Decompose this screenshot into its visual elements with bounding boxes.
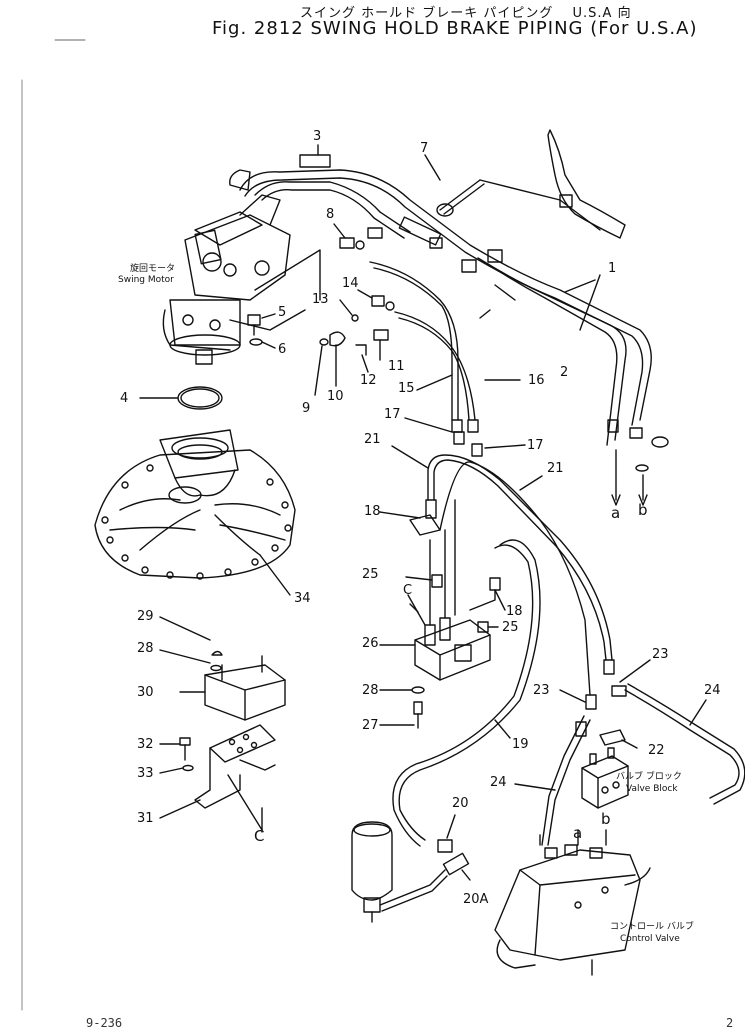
bracket-drawing	[179, 650, 286, 831]
control-valve-drawing	[494, 829, 651, 976]
page-number-right: 2	[726, 1016, 734, 1030]
valve-assembly-26	[379, 499, 506, 729]
callout-18-left: 18	[364, 504, 381, 519]
callout-28-right: 28	[362, 683, 379, 698]
callout-29: 29	[137, 609, 154, 624]
figure-title: Fig. 2812 SWING HOLD BRAKE PIPING (For U…	[212, 18, 698, 39]
callout-33: 33	[137, 766, 154, 781]
connection-b-bottom: b	[601, 810, 611, 828]
callout-10: 10	[327, 389, 344, 404]
callout-9: 9	[302, 401, 311, 416]
callout-28-left: 28	[137, 641, 154, 656]
callout-25-right: 25	[502, 620, 519, 635]
callout-21-right: 21	[547, 461, 564, 476]
callout-14: 14	[342, 276, 359, 291]
connection-a-top: a	[611, 504, 621, 522]
callout-13: 13	[312, 292, 329, 307]
callout-4: 4	[120, 391, 129, 406]
swing-motor-jp-label: 旋回モータ	[130, 264, 176, 274]
callout-21-left: 21	[364, 432, 381, 447]
control-valve-jp-label: コントロール バルブ	[610, 922, 694, 932]
callout-31: 31	[137, 811, 154, 826]
callout-24-left: 24	[490, 775, 507, 790]
connection-c-lower: C	[254, 827, 265, 845]
callout-17-upper: 17	[384, 407, 401, 422]
callout-15: 15	[398, 381, 415, 396]
accumulator-20	[351, 814, 471, 923]
callout-11: 11	[388, 359, 405, 374]
callout-8: 8	[326, 207, 335, 222]
callout-17-right: 17	[527, 438, 544, 453]
callout-16: 16	[528, 373, 545, 388]
hoses-21	[391, 445, 615, 710]
callout-22: 22	[648, 743, 665, 758]
control-valve-label: Control Valve	[620, 934, 680, 944]
japanese-title: スイング ホールド ブレーキ パイピング U.S.A 向	[300, 6, 632, 21]
valve-block-label: Valve Block	[626, 784, 678, 794]
callout-27: 27	[362, 718, 379, 733]
connection-c-upper: C	[403, 583, 413, 598]
callout-23-left: 23	[533, 683, 550, 698]
callout-32: 32	[137, 737, 154, 752]
cover-34-drawing	[94, 429, 296, 596]
callout-20a: 20A	[463, 892, 489, 907]
callout-25-left: 25	[362, 567, 379, 582]
callout-12: 12	[360, 373, 377, 388]
callout-26: 26	[362, 636, 379, 651]
connection-a-bottom: a	[573, 824, 583, 842]
callout-2: 2	[560, 365, 569, 380]
upper-pipes	[229, 129, 669, 506]
callout-20: 20	[452, 796, 469, 811]
swing-motor-drawing	[162, 194, 291, 365]
callout-3: 3	[313, 129, 322, 144]
valve-block-jp-label: バルブ ブロック	[616, 772, 682, 782]
callout-5: 5	[278, 305, 287, 320]
valve-block-drawing	[581, 747, 629, 809]
callout-1: 1	[608, 261, 617, 276]
callout-30: 30	[137, 685, 154, 700]
callout-34: 34	[294, 591, 311, 606]
callout-19: 19	[512, 737, 529, 752]
swing-motor-label: Swing Motor	[118, 275, 174, 285]
callout-7: 7	[420, 141, 429, 156]
fittings-group	[314, 223, 395, 396]
connection-b-top: b	[638, 501, 648, 519]
page-number-left: 9-236	[86, 1016, 123, 1030]
callout-23-right: 23	[652, 647, 669, 662]
callout-18-right: 18	[506, 604, 523, 619]
callout-6: 6	[278, 342, 287, 357]
o-ring-4	[177, 386, 223, 410]
callout-24-right: 24	[704, 683, 721, 698]
